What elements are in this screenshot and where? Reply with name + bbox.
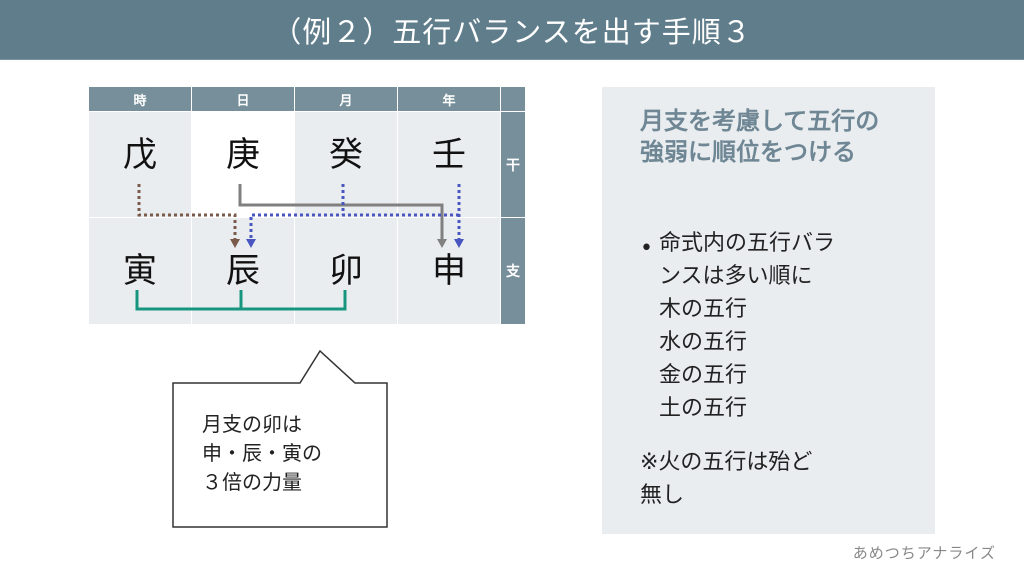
stem-month: 癸 bbox=[295, 112, 397, 217]
callout-bubble bbox=[172, 350, 388, 528]
branch-day: 辰 bbox=[192, 218, 294, 324]
four-pillars-table: 時 日 月 年 戊 庚 癸 壬 干 寅 辰 卯 申 支 bbox=[89, 87, 526, 324]
gray-solid-arrow bbox=[238, 184, 447, 248]
col-header-day: 日 bbox=[192, 87, 294, 111]
brown-dotted-arrow bbox=[137, 184, 240, 248]
explanation-panel bbox=[602, 87, 935, 534]
blue-dotted-arrows bbox=[246, 184, 464, 248]
stem-day: 庚 bbox=[192, 112, 294, 217]
slide-title: （例２）五行バランスを出す手順３ bbox=[0, 0, 1024, 60]
row-label-branch: 支 bbox=[501, 218, 525, 324]
panel-heading: 月支を考慮して五行の強弱に順位をつける bbox=[640, 107, 880, 166]
bullet-text: 命式内の五行バラ ンスは多い順に 木の五行 水の五行 金の五行 土の五行 bbox=[659, 231, 836, 421]
col-header-hour: 時 bbox=[89, 87, 191, 111]
footer-brand: あめつちアナライズ bbox=[852, 544, 996, 562]
connector-lines bbox=[135, 184, 464, 311]
branch-hour: 寅 bbox=[89, 218, 191, 324]
green-bracket bbox=[135, 290, 347, 311]
note-text: ※火の五行は殆ど 無し bbox=[640, 450, 813, 508]
stem-year: 壬 bbox=[398, 112, 500, 217]
stem-hour: 戊 bbox=[89, 112, 191, 217]
callout-text: 月支の卯は 申・辰・寅の ３倍の力量 bbox=[202, 412, 322, 494]
col-header-month: 月 bbox=[295, 87, 397, 111]
col-header-blank bbox=[501, 87, 525, 111]
bullet-marker: • bbox=[640, 236, 653, 261]
row-label-stem: 干 bbox=[501, 112, 525, 217]
branch-year: 申 bbox=[398, 218, 500, 324]
col-header-year: 年 bbox=[398, 87, 500, 111]
